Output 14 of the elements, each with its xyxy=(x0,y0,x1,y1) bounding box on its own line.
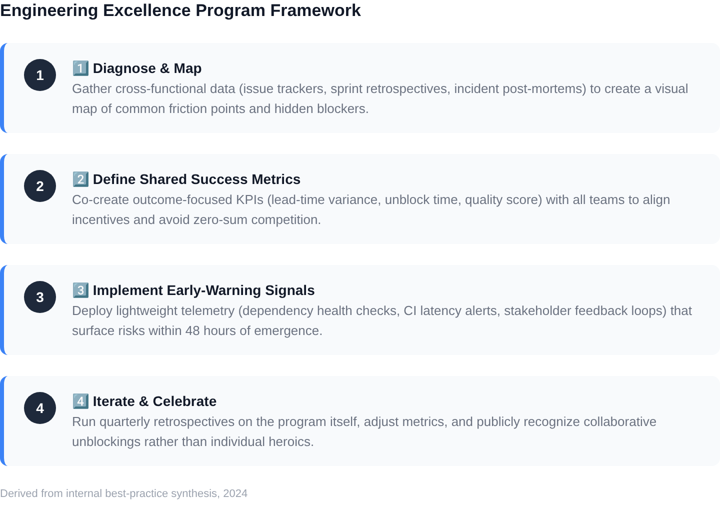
step-heading: 4⃣ Iterate & Celebrate xyxy=(72,392,218,411)
step-description: Gather cross-functional data (issue trackers, sprint retrospectives, incident post-mortems) to create a visual map of common friction points and hidden blockers. xyxy=(72,80,690,118)
step-card xyxy=(0,154,720,244)
source-note: Derived from internal best-practice synthesis, 2024 xyxy=(0,487,248,501)
diagram-title: Engineering Excellence Program Framework xyxy=(0,0,361,22)
step-description: Deploy lightweight telemetry (dependency health checks, CI latency alerts, stakeholder feedback loops) that surface risks within 48 hours of emergence. xyxy=(72,302,694,340)
step-card xyxy=(0,265,720,355)
step-description: Run quarterly retrospectives on the program itself, adjust metrics, and publicly recognize collaborative unblockings rather than individual heroics. xyxy=(72,413,658,451)
step-description: Co-create outcome-focused KPIs (lead-time variance, unblock time, quality score) with all teams to align incentives and avoid zero-sum competition. xyxy=(72,191,672,229)
step-heading: 2⃣ Define Shared Success Metrics xyxy=(72,170,302,189)
step-card xyxy=(0,43,720,133)
step-heading: 1⃣ Diagnose & Map xyxy=(72,59,203,78)
step-heading: 3⃣ Implement Early-Warning Signals xyxy=(72,281,316,300)
step-card xyxy=(0,376,720,466)
